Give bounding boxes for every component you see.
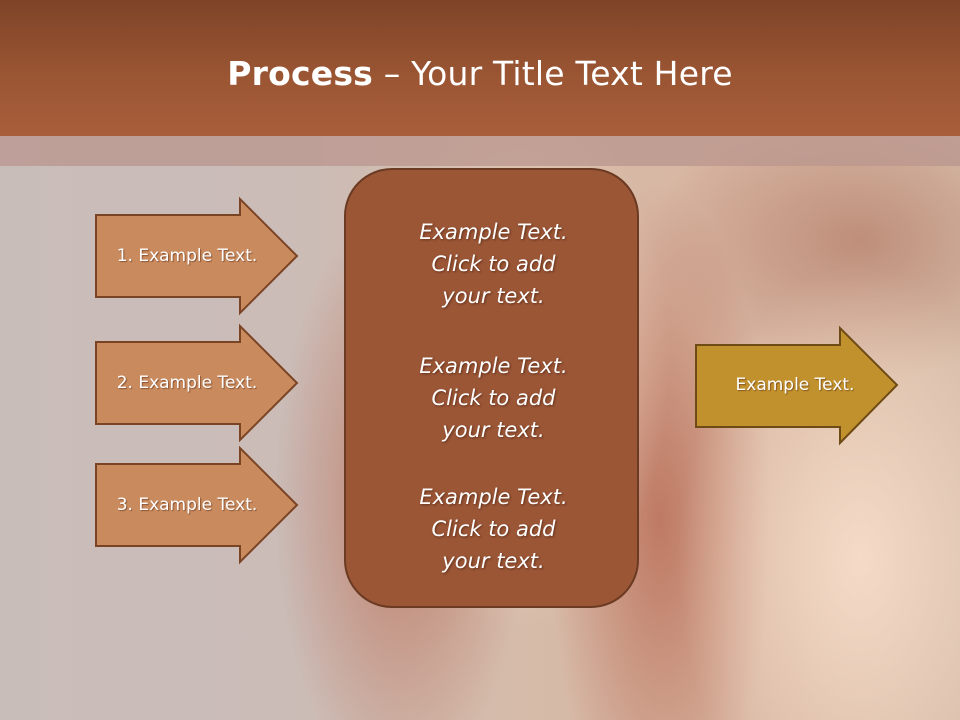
center-text-3-line2: Click to add	[431, 517, 556, 541]
step-arrow-3-shape	[95, 445, 299, 565]
slide-title[interactable]: Process – Your Title Text Here	[0, 52, 960, 96]
step-arrow-2-shape	[95, 323, 299, 443]
center-text-1-line3: your text.	[442, 284, 545, 308]
step-arrow-3[interactable]: 3. Example Text.	[95, 445, 300, 565]
title-rest: – Your Title Text Here	[373, 54, 733, 93]
center-text-3-line3: your text.	[442, 549, 545, 573]
center-text-2-line2: Click to add	[431, 386, 556, 410]
center-text-1-line2: Click to add	[431, 252, 556, 276]
title-bold: Process	[227, 54, 374, 93]
center-text-box[interactable]: Example Text. Click to add your text. Ex…	[344, 168, 639, 608]
result-arrow[interactable]: Example Text.	[695, 325, 900, 446]
step-arrow-3-label: 3. Example Text.	[116, 495, 258, 515]
step-arrow-2[interactable]: 2. Example Text.	[95, 323, 300, 443]
center-text-block-3: Example Text. Click to add your text.	[346, 481, 641, 577]
result-arrow-label: Example Text.	[735, 375, 855, 395]
center-text-2-line3: your text.	[442, 418, 545, 442]
center-text-2-line1: Example Text.	[419, 354, 568, 378]
center-text-block-2: Example Text. Click to add your text.	[346, 350, 641, 446]
center-text-1-line1: Example Text.	[419, 220, 568, 244]
step-arrow-1[interactable]: 1. Example Text.	[95, 196, 300, 316]
step-arrow-1-shape	[95, 196, 299, 316]
center-text-block-1: Example Text. Click to add your text.	[346, 216, 641, 312]
result-arrow-shape	[695, 325, 899, 446]
step-arrow-2-label: 2. Example Text.	[116, 373, 258, 393]
center-text-3-line1: Example Text.	[419, 485, 568, 509]
header-band	[0, 136, 960, 166]
title-bar	[0, 0, 960, 136]
step-arrow-1-label: 1. Example Text.	[116, 246, 258, 266]
